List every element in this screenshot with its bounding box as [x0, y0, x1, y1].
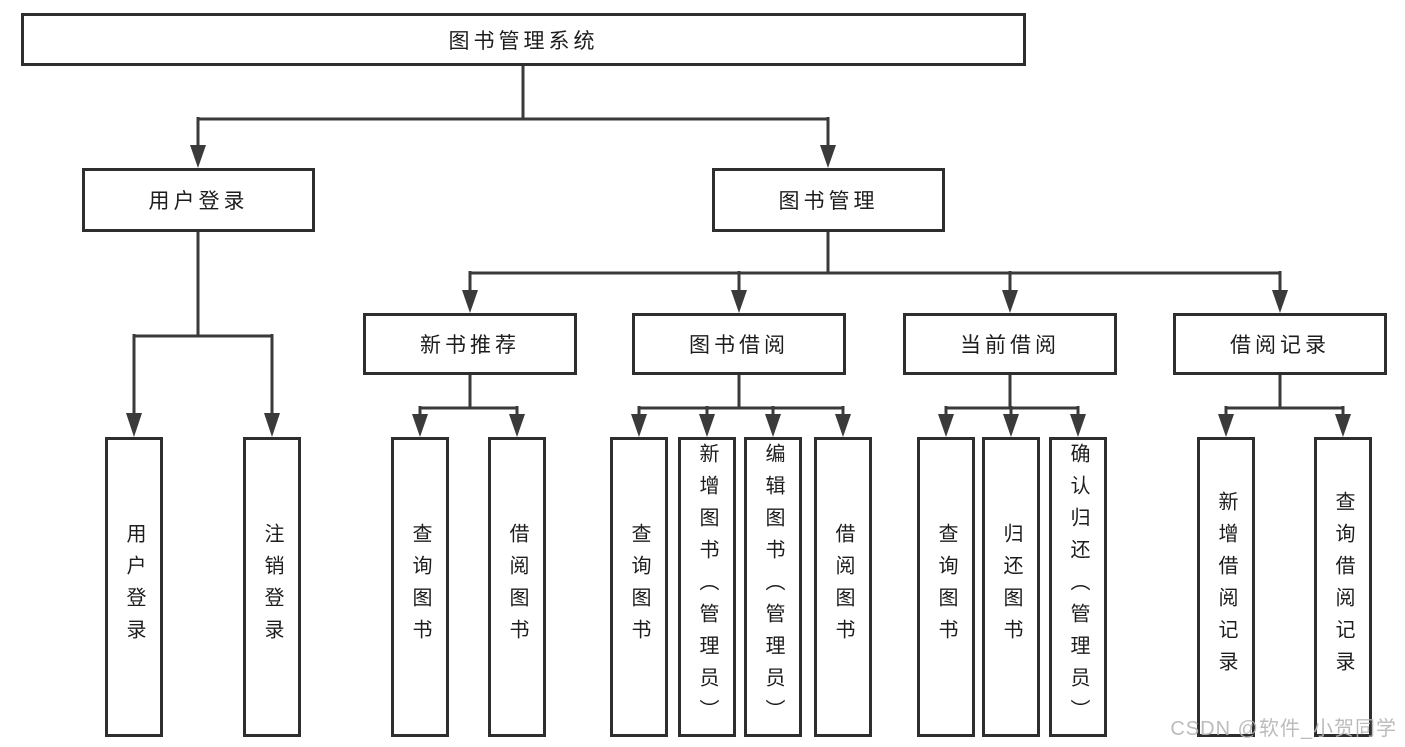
node-leaf-query-books-2: 查询图书	[610, 437, 668, 737]
node-label: 借阅记录	[1230, 334, 1330, 357]
node-label: 图书借阅	[689, 334, 789, 357]
node-label: 新增借阅记录	[1215, 491, 1237, 683]
node-current-borrowing: 当前借阅	[903, 313, 1117, 375]
node-book-management-module: 图书管理	[712, 168, 945, 232]
node-leaf-add-book-admin: 新增图书（管理员）	[678, 437, 736, 737]
node-label: 归还图书	[1000, 523, 1022, 651]
node-leaf-borrow-books-1: 借阅图书	[488, 437, 546, 737]
node-label: 用户登录	[148, 190, 249, 213]
node-leaf-logout: 注销登录	[243, 437, 301, 737]
node-leaf-user-login: 用户登录	[105, 437, 163, 737]
node-label: 注销登录	[261, 523, 283, 651]
node-leaf-add-borrow-record: 新增借阅记录	[1197, 437, 1255, 737]
node-book-borrowing: 图书借阅	[632, 313, 846, 375]
node-leaf-return-book: 归还图书	[982, 437, 1040, 737]
node-label: 新书推荐	[420, 334, 520, 357]
node-root-system: 图书管理系统	[21, 13, 1026, 66]
node-label: 确认归还（管理员）	[1067, 443, 1089, 731]
node-label: 用户登录	[123, 523, 145, 651]
node-new-book-recommendation: 新书推荐	[363, 313, 577, 375]
csdn-watermark: CSDN @软件_小贺同学	[1170, 718, 1397, 740]
node-leaf-query-books-3: 查询图书	[917, 437, 975, 737]
node-label: 查询图书	[935, 523, 957, 651]
node-label: 图书管理系统	[448, 29, 599, 53]
node-label: 当前借阅	[960, 334, 1060, 357]
node-label: 借阅图书	[506, 523, 528, 651]
node-label: 查询图书	[628, 523, 650, 651]
node-leaf-query-borrow-record: 查询借阅记录	[1314, 437, 1372, 737]
node-leaf-query-books-1: 查询图书	[391, 437, 449, 737]
node-user-login-module: 用户登录	[82, 168, 315, 232]
node-leaf-confirm-return-admin: 确认归还（管理员）	[1049, 437, 1107, 737]
node-borrowing-records: 借阅记录	[1173, 313, 1387, 375]
node-label: 编辑图书（管理员）	[762, 443, 784, 731]
node-leaf-edit-book-admin: 编辑图书（管理员）	[744, 437, 802, 737]
node-label: 查询图书	[409, 523, 431, 651]
node-label: 借阅图书	[832, 523, 854, 651]
node-label: 新增图书（管理员）	[696, 443, 718, 731]
node-leaf-borrow-books-2: 借阅图书	[814, 437, 872, 737]
node-label: 查询借阅记录	[1332, 491, 1354, 683]
node-label: 图书管理	[778, 190, 879, 213]
